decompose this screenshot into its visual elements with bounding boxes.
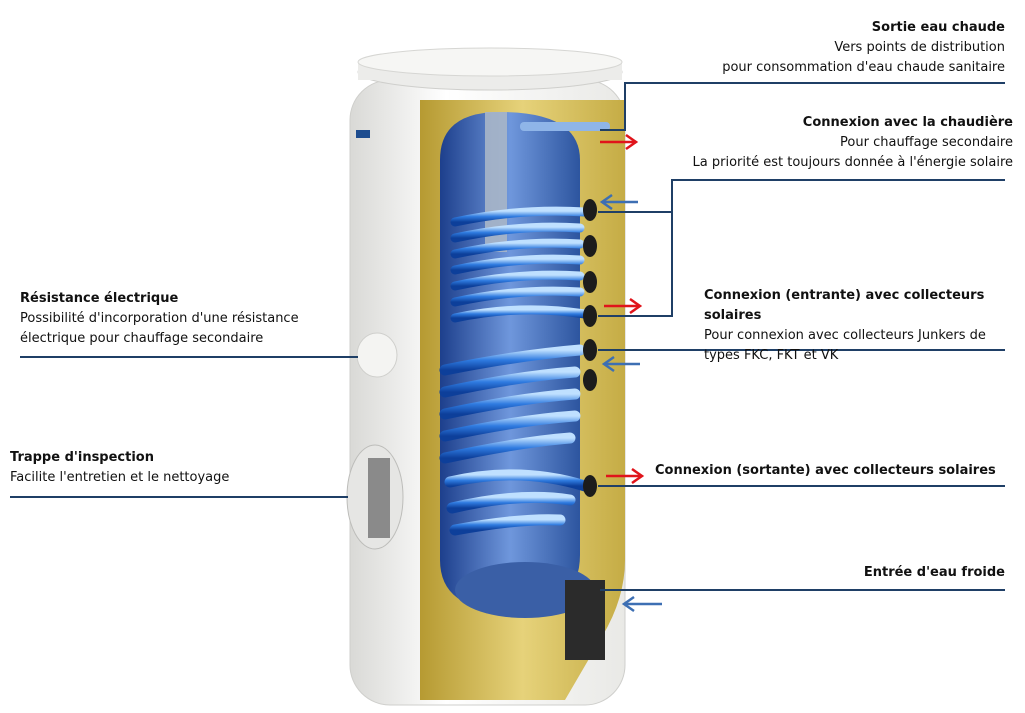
label-electric-resistance-line-2: électrique pour chauffage secondaire <box>20 331 264 346</box>
flow-arrows <box>599 133 662 613</box>
label-solar-outlet: Connexion (sortante) avec collecteurs so… <box>655 461 996 481</box>
label-electric-resistance-title: Résistance électrique <box>20 291 179 306</box>
hot-arrow-solar-outlet <box>606 467 645 485</box>
label-cold-water-in: Entrée d'eau froide <box>864 563 1005 583</box>
label-boiler-connection-title: Connexion avec la chaudière <box>802 115 1013 130</box>
leader-boiler-connection-return <box>598 212 673 317</box>
label-solar-outlet-title: Connexion (sortante) avec collecteurs so… <box>655 463 996 478</box>
label-solar-inlet-title: Connexion (entrante) avec collecteurs so… <box>704 288 985 323</box>
cold-arrow-cold-water <box>621 595 662 613</box>
cold-arrow-in-boiler <box>599 193 638 211</box>
leader-hot-water-out <box>600 82 1005 131</box>
upper-heat-exchanger-coil <box>450 206 590 323</box>
label-inspection-hatch: Trappe d'inspection Facilite l'entretien… <box>10 448 229 488</box>
label-cold-water-in-title: Entrée d'eau froide <box>863 565 1005 580</box>
label-hot-water-out-line-2: pour consommation d'eau chaude sanitaire <box>722 60 1005 75</box>
label-electric-resistance-line-1: Possibilité d'incorporation d'une résist… <box>20 311 299 326</box>
cold-arrow-solar-inlet <box>601 355 640 373</box>
label-boiler-connection: Connexion avec la chaudière Pour chauffa… <box>693 113 1013 173</box>
leader-lines <box>10 82 1005 591</box>
label-solar-inlet-line-2: types FKC, FKT et VK <box>704 348 839 363</box>
label-electric-resistance: Résistance électrique Possibilité d'inco… <box>20 289 299 349</box>
lower-solar-coil <box>439 344 591 536</box>
label-hot-water-out-title: Sortie eau chaude <box>871 20 1005 35</box>
hot-arrow-boiler-return <box>604 297 643 315</box>
hot-arrow-out-top <box>600 133 639 151</box>
label-hot-water-out: Sortie eau chaude Vers points de distrib… <box>722 18 1005 78</box>
label-inspection-hatch-title: Trappe d'inspection <box>10 450 154 465</box>
electric-resistance-plug <box>356 332 398 378</box>
label-solar-inlet: Connexion (entrante) avec collecteurs so… <box>704 286 1025 366</box>
label-inspection-hatch-line-1: Facilite l'entretien et le nettoyage <box>10 470 230 485</box>
label-solar-inlet-line-1: Pour connexion avec collecteurs Junkers … <box>704 328 986 343</box>
label-hot-water-out-line-1: Vers points de distribution <box>834 40 1005 55</box>
label-boiler-connection-line-2: La priorité est toujours donnée à l'éner… <box>692 155 1013 170</box>
inspection-hatch <box>346 444 404 550</box>
tank-bottom-plate <box>455 562 605 660</box>
label-boiler-connection-line-1: Pour chauffage secondaire <box>840 135 1013 150</box>
connection-fittings <box>520 122 610 497</box>
leader-boiler-connection <box>598 179 1005 213</box>
